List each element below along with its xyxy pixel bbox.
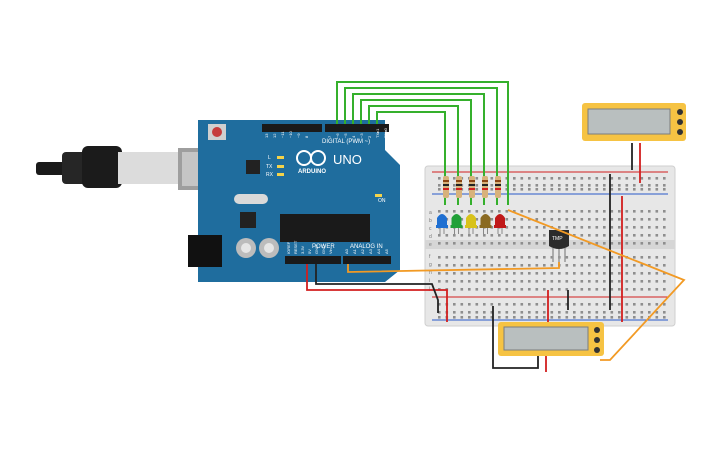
led-label-l: L	[268, 155, 271, 161]
digital-label: DIGITAL (PWM ~)	[322, 139, 370, 145]
pin-label: 7	[327, 135, 332, 138]
crystal	[234, 194, 268, 204]
pin-label: ~9	[296, 133, 301, 138]
lcd-bottom	[498, 322, 604, 356]
dc-jack	[188, 235, 222, 267]
pin-label: ~3	[359, 133, 364, 138]
led-yellow	[465, 214, 477, 234]
row-letter: g	[429, 262, 432, 268]
row-letter: j	[428, 286, 430, 292]
led-red	[494, 214, 506, 234]
led-label-rx: RX	[266, 172, 274, 178]
resistor	[482, 176, 488, 198]
pin-label: ~11	[280, 131, 285, 138]
pin-label: ~6	[335, 133, 340, 138]
pin-label: A4	[376, 248, 381, 254]
led-brown	[479, 214, 492, 234]
pin-label: RESET	[293, 240, 298, 254]
pin-label: GND	[314, 245, 319, 254]
atmega-chip	[280, 214, 370, 242]
row-letter: d	[429, 234, 432, 240]
pin-label: 5V	[307, 249, 312, 254]
resistor	[456, 176, 462, 198]
pin-label: 4	[351, 135, 356, 138]
lcd-top	[582, 103, 686, 141]
pin-label: A1	[352, 248, 357, 254]
pin-label: GND	[321, 245, 326, 254]
pin-label: RX◂0	[383, 127, 388, 138]
orange-wires	[347, 209, 686, 361]
resistors	[443, 176, 501, 198]
analog-label: ANALOG IN	[350, 244, 383, 250]
analog-header	[343, 256, 391, 264]
pin-label: A3	[368, 248, 373, 254]
pin-label: IOREF	[286, 241, 291, 254]
power-label: POWER	[312, 244, 335, 250]
resistor	[443, 176, 449, 198]
led-green	[450, 214, 463, 234]
model-label: UNO	[333, 152, 362, 167]
pin-label: A5	[384, 248, 389, 254]
row-letter: e	[429, 242, 432, 248]
digital-header-right	[325, 124, 389, 132]
row-letter: c	[429, 226, 432, 232]
pin-label: A0	[344, 248, 349, 254]
row-letter: a	[429, 210, 432, 216]
pin-label: A2	[360, 248, 365, 254]
row-letter: h	[429, 270, 432, 276]
pin-label: 3.3V	[300, 245, 305, 254]
led-label-tx: TX	[266, 164, 273, 170]
pin-label: 8	[304, 135, 309, 138]
usb-chip	[246, 160, 260, 174]
pin-label: ~10	[288, 130, 293, 138]
pin-label: TX▸1	[375, 128, 380, 138]
row-letter: i	[429, 278, 430, 284]
digital-header-left	[262, 124, 322, 132]
brand-label: ARDUINO	[298, 169, 326, 175]
pin-label: ~5	[343, 133, 348, 138]
pin-label: 2	[367, 135, 372, 138]
leds	[436, 214, 506, 234]
pin-label: 12	[272, 133, 277, 138]
black-wires	[315, 143, 633, 369]
resistor	[469, 176, 475, 198]
led-blue	[436, 214, 448, 234]
power-header	[285, 256, 341, 264]
pin-label: Vin	[328, 248, 333, 254]
row-letter: f	[429, 254, 431, 260]
green-wires	[336, 81, 509, 205]
pin-label: 13	[264, 133, 269, 138]
row-letter: b	[429, 218, 432, 224]
on-label: ON	[378, 198, 386, 204]
arduino-board	[188, 120, 400, 282]
red-wires	[306, 143, 641, 372]
sensor-label: TMP	[552, 236, 563, 242]
resistor	[495, 176, 501, 198]
temperature-sensor	[549, 230, 569, 264]
